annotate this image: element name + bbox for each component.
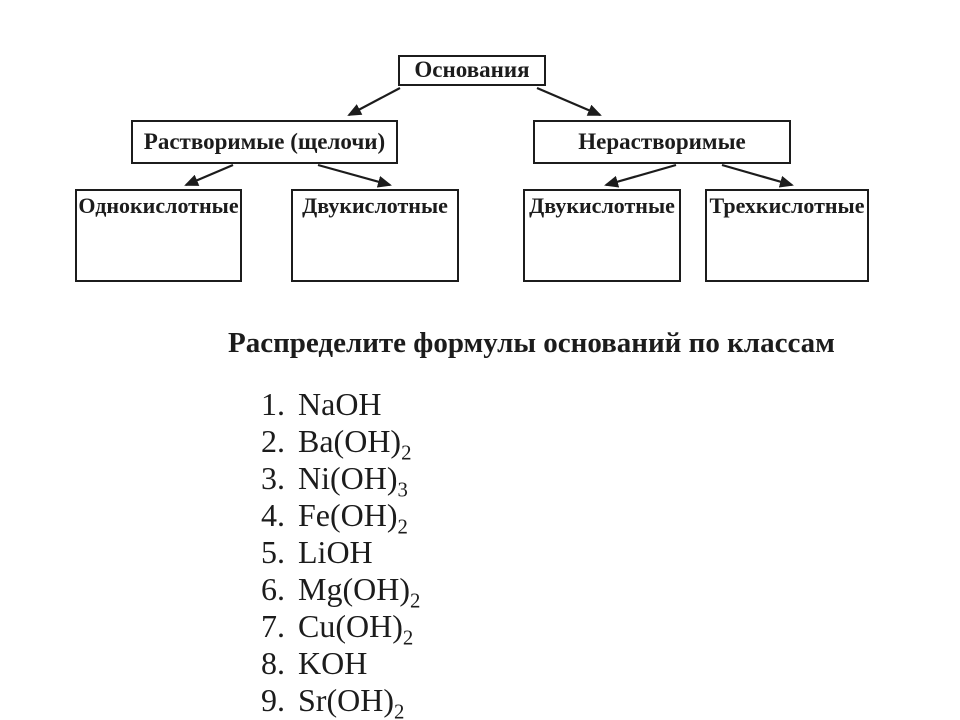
item-formula: Fe(OH)2 bbox=[298, 497, 408, 537]
item-formula: Ba(OH)2 bbox=[298, 423, 411, 463]
box-soluble-alkalis: Растворимые (щелочи) bbox=[131, 120, 398, 164]
list-item: 9. Sr(OH)2 bbox=[261, 682, 420, 720]
item-number: 1. bbox=[261, 386, 285, 422]
formula-text: LiOH bbox=[298, 534, 373, 570]
item-formula: LiOH bbox=[298, 534, 373, 570]
item-formula: KOH bbox=[298, 645, 367, 681]
subscript: 2 bbox=[393, 700, 405, 720]
subscript: 3 bbox=[397, 478, 408, 502]
item-number: 2. bbox=[261, 423, 285, 459]
formula-list: 1.NaOH 2.Ba(OH)2 3.Ni(OH)3 4.Fe(OH)2 5.L… bbox=[261, 386, 420, 720]
list-item: 1. NaOH bbox=[261, 386, 420, 423]
subscript: 2 bbox=[409, 589, 421, 613]
box-monoacid: Однокислотные bbox=[75, 189, 242, 282]
item-formula: Ni(OH)3 bbox=[298, 460, 408, 500]
item-formula: Mg(OH)2 bbox=[298, 571, 420, 611]
arrow-root-to-soluble-icon bbox=[347, 87, 401, 116]
subscript: 2 bbox=[397, 515, 408, 539]
item-formula: NaOH bbox=[298, 386, 382, 422]
subscript: 2 bbox=[401, 441, 412, 465]
list-item: 5. LiOH bbox=[261, 534, 420, 571]
box-diacid-soluble-label: Двукислотные bbox=[302, 193, 448, 218]
list-item: 7. Cu(OH)2 bbox=[261, 608, 420, 648]
box-monoacid-label: Однокислотные bbox=[78, 193, 239, 218]
item-number: 7. bbox=[261, 608, 285, 644]
box-insoluble-label: Нерастворимые bbox=[578, 128, 746, 154]
box-triacid-label: Трехкислотные bbox=[709, 193, 865, 218]
arrow-soluble-to-diacid-icon bbox=[317, 163, 392, 188]
list-item: 4. Fe(OH)2 bbox=[261, 497, 420, 537]
item-number: 3. bbox=[261, 460, 285, 496]
formula-text: Mg(OH) bbox=[298, 571, 410, 607]
item-formula: Cu(OH)2 bbox=[298, 608, 413, 648]
list-item: 8. KOH bbox=[261, 645, 420, 682]
box-insoluble: Нерастворимые bbox=[533, 120, 791, 164]
box-triacid: Трехкислотные bbox=[705, 189, 869, 282]
box-bases-label: Основания bbox=[414, 57, 530, 83]
arrow-soluble-to-monoacid-icon bbox=[184, 163, 234, 187]
formula-text: NaOH bbox=[298, 386, 382, 422]
item-number: 5. bbox=[261, 534, 285, 570]
list-item: 6. Mg(OH)2 bbox=[261, 571, 420, 611]
list-item: 2. Ba(OH)2 bbox=[261, 423, 420, 463]
box-diacid-insoluble-label: Двукислотные bbox=[529, 193, 675, 218]
box-diacid-insoluble: Двукислотные bbox=[523, 189, 681, 282]
formula-text: KOH bbox=[298, 645, 368, 681]
formula-text: Ni(OH) bbox=[298, 460, 398, 496]
task-title: Распределите формулы оснований по класса… bbox=[228, 327, 835, 359]
arrow-insoluble-to-triacid-icon bbox=[721, 163, 794, 188]
box-diacid-soluble: Двукислотные bbox=[291, 189, 459, 282]
list-item: 3. Ni(OH)3 bbox=[261, 460, 420, 500]
subscript: 2 bbox=[402, 626, 414, 650]
arrow-root-to-insoluble-icon bbox=[536, 86, 602, 117]
formula-text: Ba(OH) bbox=[298, 423, 402, 459]
formula-text: Sr(OH) bbox=[298, 682, 394, 718]
item-number: 8. bbox=[261, 645, 285, 681]
box-bases: Основания bbox=[398, 55, 546, 86]
item-formula: Sr(OH)2 bbox=[298, 682, 405, 720]
formula-text: Fe(OH) bbox=[298, 497, 398, 533]
item-number: 6. bbox=[261, 571, 285, 607]
arrow-insoluble-to-diacid-icon bbox=[604, 163, 677, 188]
box-soluble-alkalis-label: Растворимые (щелочи) bbox=[143, 128, 386, 154]
item-number: 4. bbox=[261, 497, 285, 533]
item-number: 9. bbox=[261, 682, 285, 718]
formula-text: Cu(OH) bbox=[298, 608, 403, 644]
